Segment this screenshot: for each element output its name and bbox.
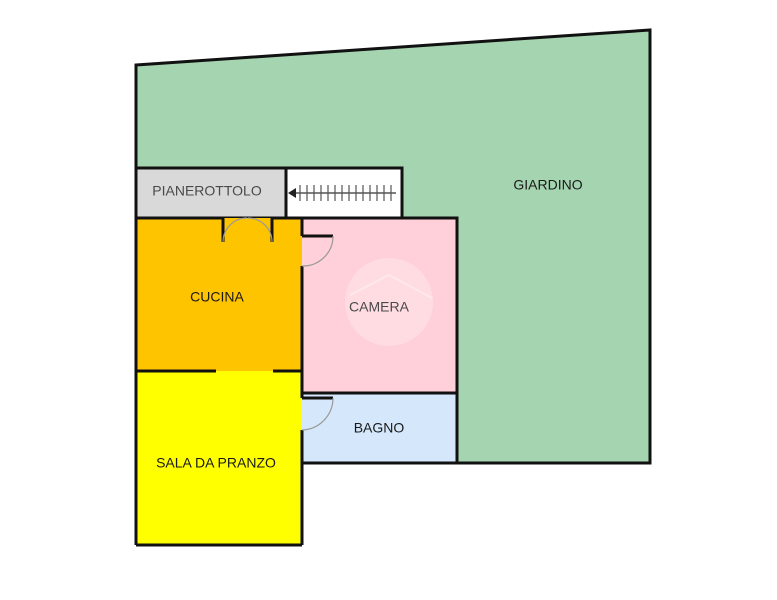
stair-arrow-icon: [288, 188, 296, 198]
walls: [134, 168, 650, 547]
label-camera: CAMERA: [349, 299, 410, 315]
staircase: [284, 166, 404, 220]
door-kitchen-left-icon: [222, 217, 248, 243]
room-cucina: [136, 218, 302, 371]
label-cucina: CUCINA: [190, 289, 244, 305]
door-bagno-icon: [301, 397, 334, 431]
watermark-logo-icon: [345, 258, 433, 346]
room-sala-da-pranzo: [136, 371, 302, 545]
door-kitchen-right-icon: [247, 217, 273, 243]
label-pianerottolo: PIANEROTTOLO: [152, 183, 262, 199]
door-camera-icon: [301, 235, 334, 267]
room-bagno: [302, 393, 457, 463]
door-swings: [222, 217, 334, 431]
room-camera: [302, 218, 457, 393]
label-bagno: BAGNO: [354, 420, 405, 436]
label-giardino: GIARDINO: [513, 177, 582, 193]
label-sala-da-pranzo: SALA DA PRANZO: [156, 455, 276, 471]
